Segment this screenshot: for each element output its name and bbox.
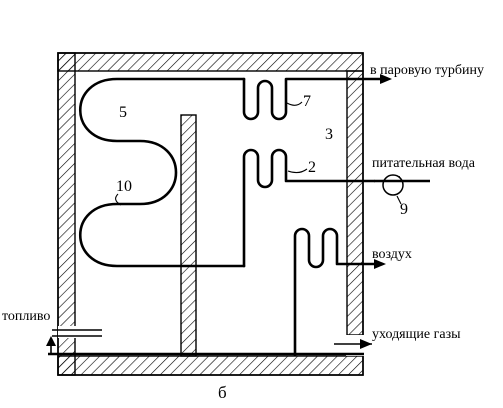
callout-10: 10 bbox=[116, 178, 132, 195]
leader-9 bbox=[396, 195, 402, 205]
fuel-burner bbox=[46, 329, 102, 354]
evaporator-coil bbox=[79, 77, 246, 268]
callout-2: 2 bbox=[308, 159, 316, 176]
callout-5: 5 bbox=[119, 104, 127, 121]
callout-9: 9 bbox=[400, 201, 408, 218]
flue-gas-arrow bbox=[360, 339, 372, 349]
air-out-arrow bbox=[374, 259, 386, 269]
callout-3: 3 bbox=[325, 126, 333, 143]
feed-pump-icon bbox=[382, 174, 404, 196]
label-fuel: топливо bbox=[2, 309, 50, 324]
label-feed-water: питательная вода bbox=[372, 156, 476, 171]
flue-gas-outlet-opening bbox=[346, 335, 364, 356]
central-baffle bbox=[180, 114, 197, 357]
steam-out-arrow bbox=[380, 74, 392, 84]
air-heater-coil bbox=[293, 227, 380, 357]
label-flue-gases: уходящие газы bbox=[372, 327, 461, 342]
figure-caption: б bbox=[218, 383, 227, 402]
callout-7: 7 bbox=[303, 93, 311, 110]
label-air: воздух bbox=[372, 247, 412, 262]
leader-10 bbox=[115, 193, 122, 206]
leader-2 bbox=[287, 168, 308, 174]
fuel-inlet-opening bbox=[58, 326, 76, 338]
furnace-walls bbox=[57, 52, 364, 376]
economizer-coil bbox=[242, 148, 376, 268]
superheater-coil bbox=[242, 77, 382, 121]
label-steam-to-turbine: в паровую турбину bbox=[370, 63, 484, 78]
leader-7 bbox=[286, 101, 303, 106]
